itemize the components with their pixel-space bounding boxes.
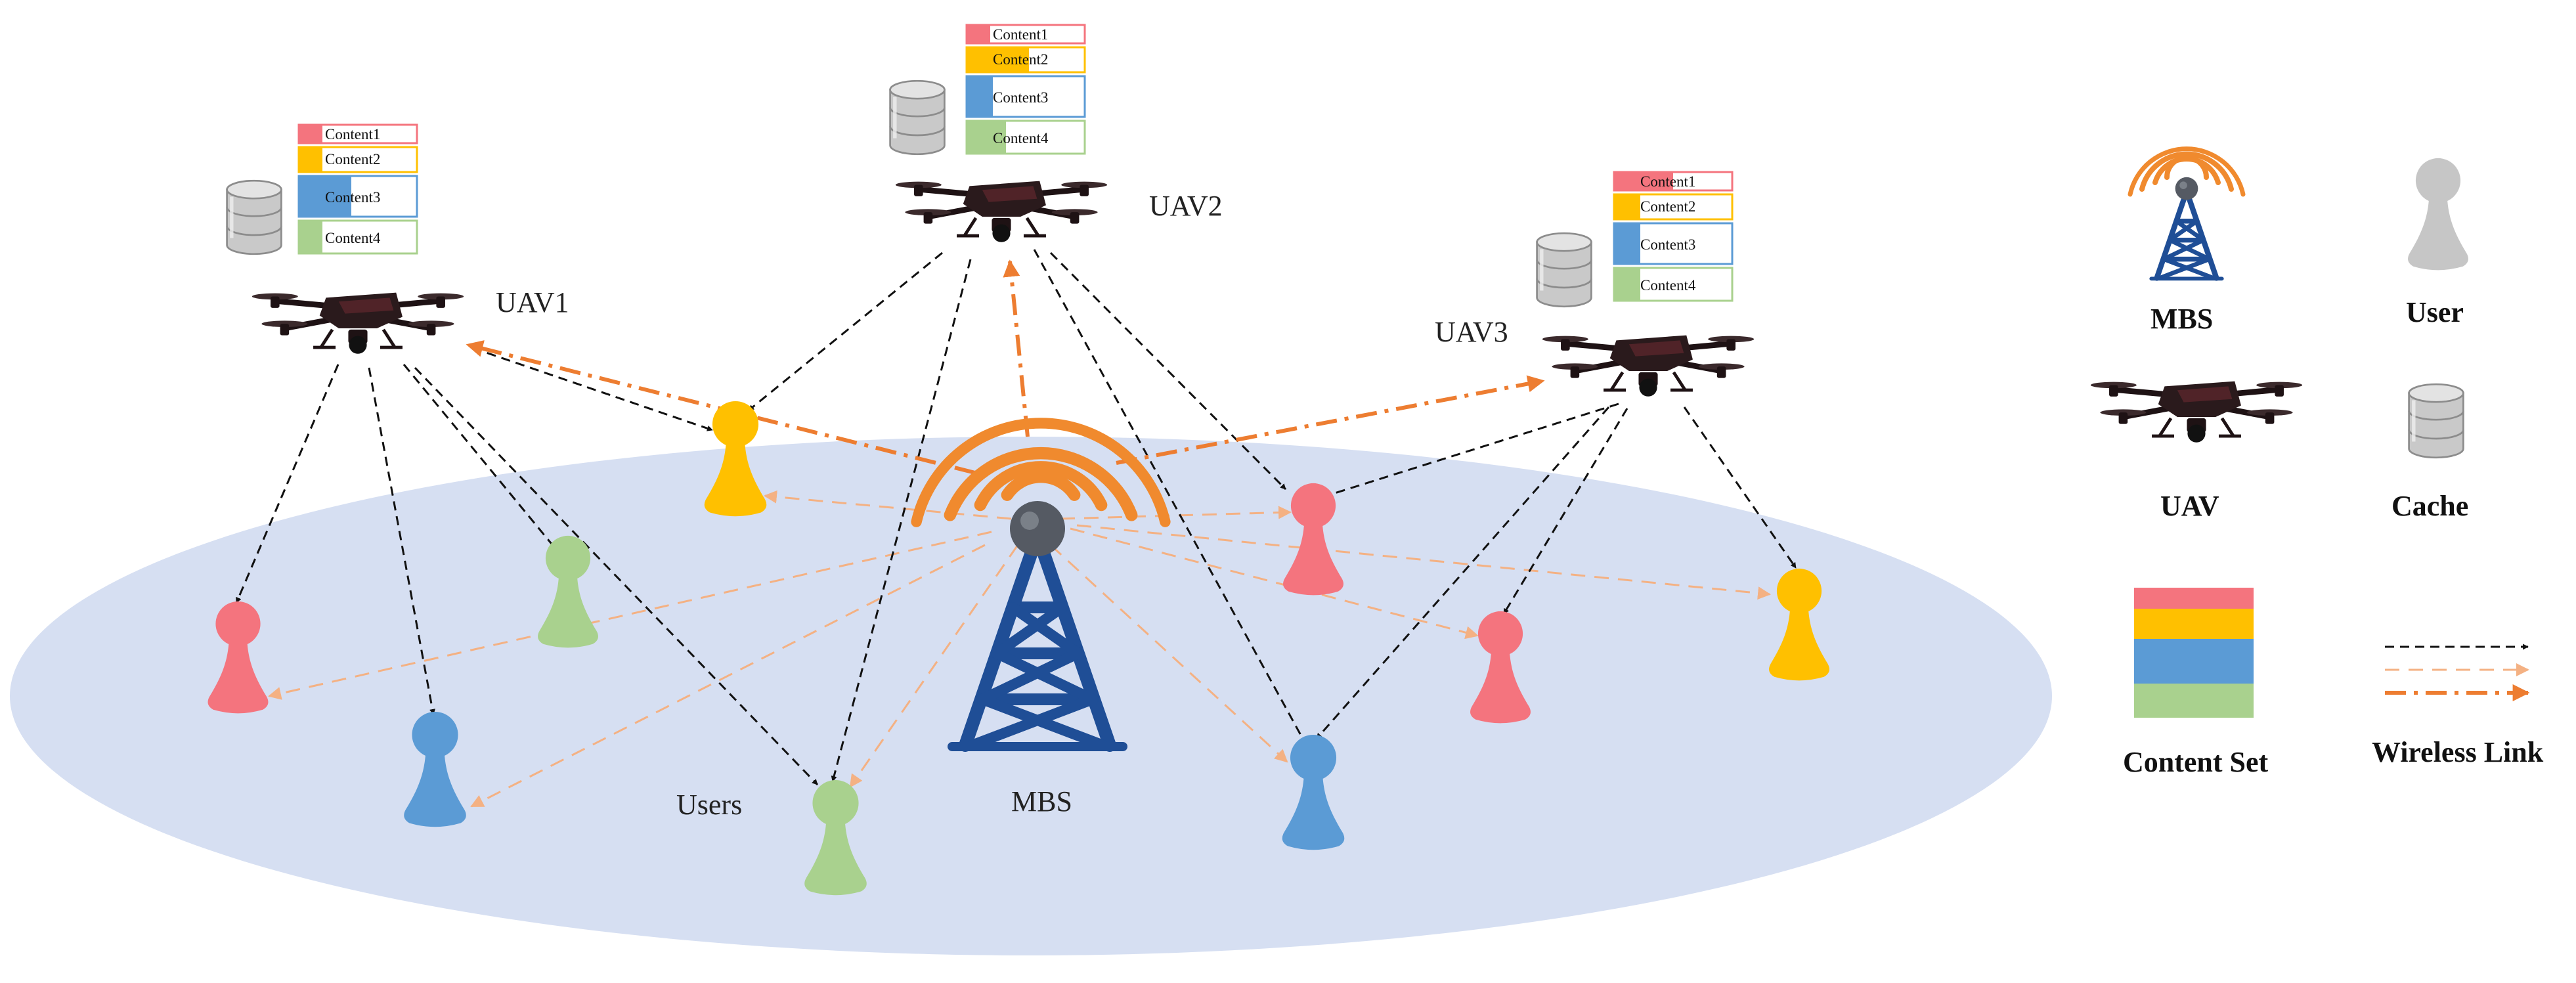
legend-cache: Cache	[2391, 384, 2468, 522]
content-label: Content3	[993, 89, 1048, 106]
legend: MBS User UAV Cache Content Set	[2091, 146, 2544, 778]
uav2-label: UAV2	[1149, 190, 1223, 222]
drone-icon	[2091, 382, 2302, 443]
legend-mbs-label: MBS	[2150, 303, 2213, 335]
tower-icon	[2151, 177, 2221, 279]
content-set: Content1 Content2 Content3 Content4	[965, 24, 1086, 155]
drone-icon	[896, 181, 1107, 242]
database-icon	[1537, 233, 1592, 307]
content-label: Content1	[1640, 173, 1695, 190]
users-label: Users	[676, 789, 742, 821]
content-label: Content4	[325, 230, 381, 246]
legend-user-label: User	[2406, 296, 2464, 328]
uav3-group: Content1 Content2 Content3 Content4 UAV3	[1435, 171, 1754, 397]
content-label: Content3	[325, 189, 380, 206]
legend-uav-label: UAV	[2160, 490, 2219, 522]
legend-uav: UAV	[2091, 382, 2302, 522]
uav-links	[235, 249, 1797, 786]
legend-wireless-link: Wireless Link	[2372, 644, 2544, 768]
database-icon	[2409, 384, 2464, 458]
drone-icon	[1542, 336, 1754, 397]
legend-mbs: MBS	[2128, 146, 2246, 335]
mbs-links	[268, 490, 1771, 808]
uav3-label: UAV3	[1435, 316, 1508, 348]
content-label: Content4	[993, 130, 1049, 146]
drone-icon	[252, 293, 464, 354]
content-label: Content2	[1640, 198, 1695, 215]
database-icon	[890, 81, 945, 154]
legend-wireless-link-label: Wireless Link	[2372, 736, 2544, 768]
content-label: Content1	[325, 126, 380, 142]
content-set: Content1 Content2 Content3 Content4	[297, 123, 418, 255]
content-label: Content3	[1640, 236, 1695, 253]
content-set: Content1 Content2 Content3 Content4	[1613, 171, 1734, 302]
content-label: Content1	[993, 26, 1048, 43]
legend-cache-label: Cache	[2391, 490, 2468, 522]
legend-content-set-label: Content Set	[2123, 746, 2269, 778]
mbs-label: MBS	[1011, 785, 1072, 818]
user-icon	[2408, 158, 2468, 271]
legend-user: User	[2406, 158, 2468, 328]
legend-content-set: Content Set	[2123, 588, 2269, 778]
content-label: Content2	[993, 51, 1048, 68]
uav1-group: Content1 Content2 Content3 Content4 UAV1	[227, 123, 569, 354]
content-label: Content2	[325, 151, 380, 167]
uav1-label: UAV1	[496, 286, 569, 318]
database-icon	[227, 181, 282, 254]
uav2-group: Content1 Content2 Content3 Content4 UAV2	[890, 24, 1223, 242]
content-label: Content4	[1640, 277, 1696, 294]
